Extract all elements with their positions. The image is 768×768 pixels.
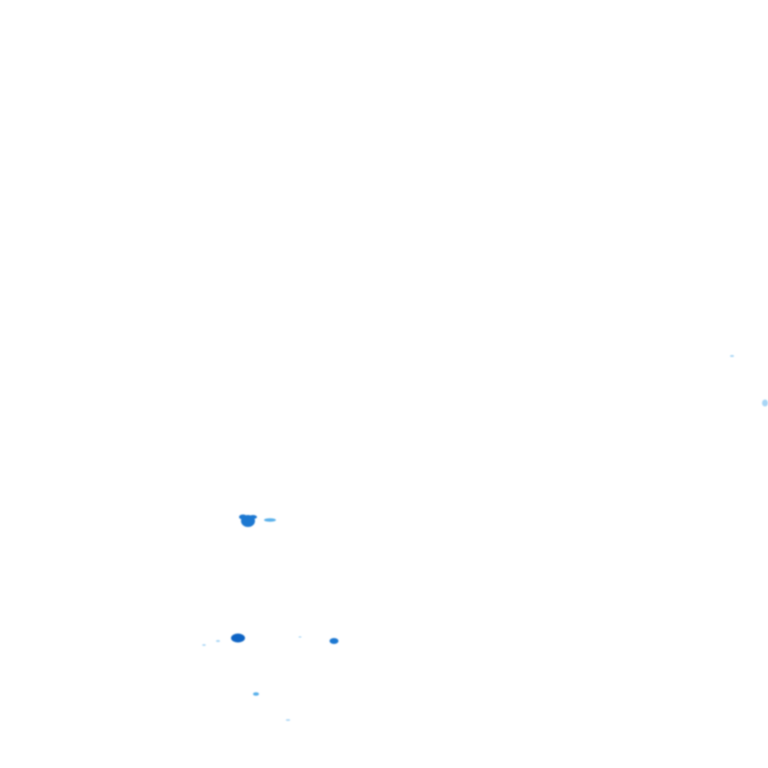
echo-10 [298,636,302,638]
echo-8 [202,640,220,646]
echo-4 [329,638,339,644]
echo-3 [231,633,245,643]
echo-6 [762,399,768,407]
echo-1 [239,514,257,527]
echo-5 [253,692,259,696]
echo-7 [730,355,734,357]
echo-9 [285,719,291,721]
echo-2 [264,518,276,522]
